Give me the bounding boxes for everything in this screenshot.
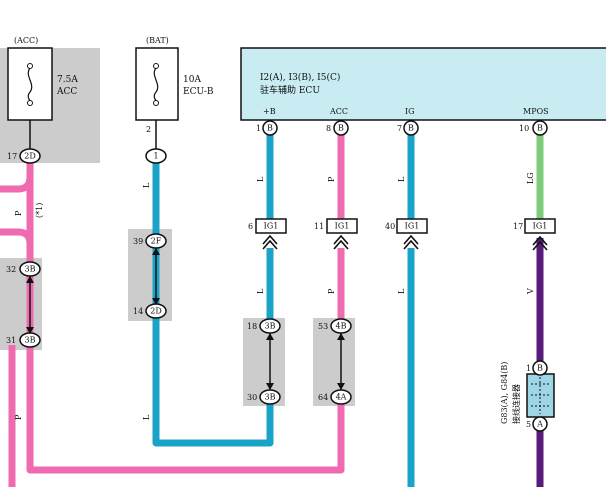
junction-acc-bot-pin: 64 <box>318 393 328 402</box>
ecu-terminal-pin: 1 <box>256 124 261 133</box>
wire-label-l: L <box>142 182 151 188</box>
junction-acc-top: 4B <box>336 322 347 331</box>
ecu-terminal-label: +B <box>263 107 276 116</box>
wire-label-p: P <box>327 176 336 182</box>
wire-label-v: V <box>526 288 535 295</box>
ecu-terminal-conn: B <box>408 124 414 133</box>
ecu-terminal-conn: B <box>338 124 344 133</box>
wire-p-main <box>26 163 345 474</box>
pin-ovals: 2D 17 1 B B B B <box>7 120 548 164</box>
splice-conn-top: B <box>537 364 543 373</box>
fuse-bat-name: ECU-B <box>183 87 214 97</box>
ig1-name: IG1 <box>405 222 420 231</box>
junction-bat-top: 2F <box>151 237 162 246</box>
ecu-terminal-pin: 7 <box>397 124 402 133</box>
ig1-pin: 6 <box>248 222 253 231</box>
junction-b-top-pin: 18 <box>247 322 257 331</box>
ig1-connectors: IG1 6 IG1 11 IG1 40 IG1 17 <box>248 218 556 251</box>
splice-connector: B 1 A 5 G83(A), G84(B) 接线连接器 <box>500 360 555 432</box>
wire-label-p: P <box>14 414 23 420</box>
junction-b-top: 3B <box>265 322 276 331</box>
ecu-terminal-pin: 8 <box>326 124 331 133</box>
splice-label-1: G83(A), G84(B) <box>500 362 509 424</box>
wire-label-l: L <box>256 288 265 294</box>
fuse-bat-supply: (BAT) <box>146 36 169 45</box>
ecu-terminal-pin: 10 <box>519 124 529 133</box>
fuse-acc-supply: (ACC) <box>14 36 38 45</box>
junction-left-top: 3B <box>25 265 36 274</box>
wire-label-lg: LG <box>526 172 535 184</box>
ig1-name: IG1 <box>264 222 279 231</box>
parking-assist-ecu-box <box>240 47 606 121</box>
fuse-acc-rating: 7.5A <box>57 75 78 85</box>
ecu-terminal-conn: B <box>537 124 543 133</box>
ig1-name: IG1 <box>533 222 548 231</box>
fuse-acc-connector: 2D <box>24 152 36 161</box>
wire-label-p: P <box>14 210 23 216</box>
ig1-pin: 11 <box>314 222 324 231</box>
wire-label-note: (*1) <box>35 203 44 218</box>
ecu-terminal-label: IG <box>405 107 415 116</box>
junction-b-bot-pin: 30 <box>247 393 257 402</box>
wire-label-p: P <box>327 288 336 294</box>
junction-connectors: 3B 32 3B 31 2F 39 2D 14 3B 18 3B 30 4B 5… <box>6 233 352 405</box>
wire-p-lower-left <box>0 228 34 259</box>
wire-p-upper-left <box>0 176 34 193</box>
splice-label-2: 接线连接器 <box>511 384 521 424</box>
junction-b-bot: 3B <box>265 393 276 402</box>
ig1-pin: 17 <box>513 222 523 231</box>
fuse-bat-pin-top: 2 <box>146 125 151 134</box>
wire-label-l: L <box>397 176 406 182</box>
ecu-terminal-label: MPOS <box>523 107 549 116</box>
junction-bat-top-pin: 39 <box>133 237 143 246</box>
wires <box>0 132 544 487</box>
splice-conn-bottom: A <box>536 420 543 429</box>
junction-bat-bot-pin: 14 <box>133 307 143 316</box>
ecu-terminal-conn: B <box>267 124 273 133</box>
junction-bat-bot: 2D <box>150 307 162 316</box>
fuse-acc-pin: 17 <box>7 152 17 161</box>
fuse-bat-rating: 10A <box>183 75 201 85</box>
ecu-title: I2(A), I3(B), I5(C) <box>260 72 340 83</box>
ecu-terminal-label: ACC <box>329 107 348 116</box>
junction-left-bot: 3B <box>25 336 36 345</box>
wire-labels: P (*1) P L L L L P P L L LG V <box>14 172 535 420</box>
ecu-name: 驻车辅助 ECU <box>260 84 320 96</box>
fuse-bat-pin-bottom: 1 <box>153 152 158 161</box>
splice-pin-bottom: 5 <box>526 420 531 429</box>
fuse-acc-name: ACC <box>56 87 77 97</box>
ecu-terminals: +B ACC IG MPOS 1 8 7 10 <box>256 107 549 133</box>
wire-label-l: L <box>397 288 406 294</box>
junction-left-bot-pin: 31 <box>6 336 16 345</box>
junction-acc-top-pin: 53 <box>318 322 328 331</box>
fuse-acc: (ACC) 7.5A ACC <box>7 36 78 121</box>
wire-label-l: L <box>256 176 265 182</box>
junction-acc-bot: 4A <box>336 393 347 402</box>
junction-left-top-pin: 32 <box>6 265 16 274</box>
ig1-pin: 40 <box>385 222 395 231</box>
wire-label-l: L <box>142 414 151 420</box>
ig1-name: IG1 <box>335 222 350 231</box>
thin-lines <box>29 120 157 150</box>
splice-pin-top: 1 <box>526 364 531 373</box>
fuse-bat: (BAT) 10A ECU-B 2 <box>135 36 214 134</box>
fuse-acc-box <box>7 47 53 121</box>
